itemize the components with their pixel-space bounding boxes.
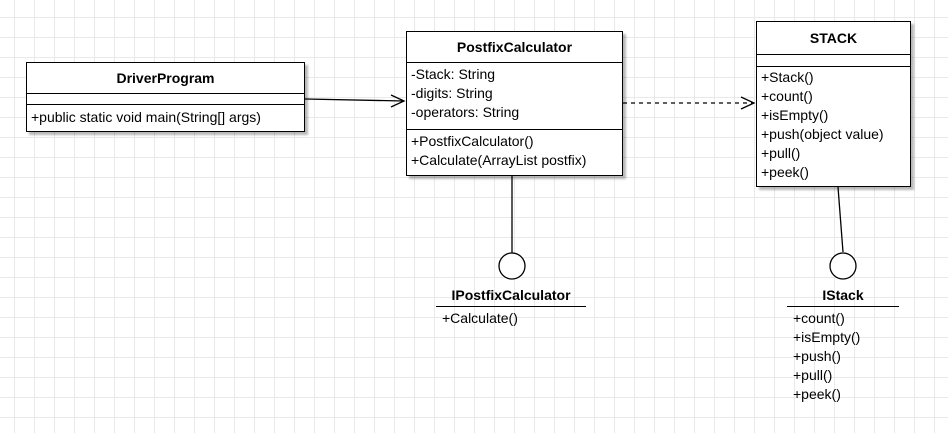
association-arrowhead (390, 94, 406, 108)
association-driver-to-postfix (304, 98, 405, 102)
operations-compartment: +public static void main(String[] args) (27, 105, 304, 129)
operation-row: +push(object value) (761, 126, 884, 142)
lollipop-circle-ipostfix (498, 252, 526, 280)
interface-istack[interactable]: IStack +count() +isEmpty() +push() +pull… (787, 287, 899, 406)
attribute-row: -operators: String (411, 104, 520, 120)
lollipop-stem-istack (837, 186, 844, 253)
class-name: STACK (757, 22, 910, 55)
class-name: PostfixCalculator (407, 32, 622, 63)
operations-compartment: +Stack() +count() +isEmpty() +push(objec… (757, 67, 910, 184)
operation-row: +pull() (793, 367, 833, 383)
attributes-compartment: -Stack: String -digits: String -operator… (407, 63, 622, 130)
operation-row: +peek() (793, 386, 841, 402)
operation-row: +Calculate() (442, 310, 518, 326)
operation-row: +push() (793, 348, 841, 364)
interface-operations: +count() +isEmpty() +push() +pull() +pee… (787, 307, 899, 406)
operation-row: +PostfixCalculator() (411, 133, 534, 149)
class-postfix-calculator[interactable]: PostfixCalculator -Stack: String -digits… (406, 31, 623, 176)
operation-row: +pull() (761, 145, 801, 161)
dependency-arrowhead (740, 96, 756, 110)
operation-row: +count() (793, 310, 845, 326)
operation-row: +count() (761, 88, 813, 104)
interface-operations: +Calculate() (436, 307, 586, 330)
interface-name: IPostfixCalculator (436, 287, 586, 307)
operation-row: +Calculate(ArrayList postfix) (411, 152, 587, 168)
attributes-compartment (757, 55, 910, 67)
operation-row: +Stack() (761, 69, 814, 85)
class-driver-program[interactable]: DriverProgram +public static void main(S… (26, 62, 305, 132)
interface-name: IStack (787, 287, 899, 307)
operations-compartment: +PostfixCalculator() +Calculate(ArrayLis… (407, 130, 622, 172)
attribute-row: -Stack: String (411, 66, 496, 82)
class-name: DriverProgram (27, 63, 304, 94)
attributes-compartment (27, 94, 304, 105)
operation-row: +isEmpty() (761, 107, 829, 123)
attribute-row: -digits: String (411, 85, 493, 101)
interface-ipostfix-calculator[interactable]: IPostfixCalculator +Calculate() (436, 287, 586, 330)
lollipop-circle-istack (829, 252, 857, 280)
class-stack[interactable]: STACK +Stack() +count() +isEmpty() +push… (756, 21, 911, 187)
operation-row: +isEmpty() (793, 329, 861, 345)
operation-row: +peek() (761, 164, 809, 180)
operation-row: +public static void main(String[] args) (31, 109, 261, 125)
